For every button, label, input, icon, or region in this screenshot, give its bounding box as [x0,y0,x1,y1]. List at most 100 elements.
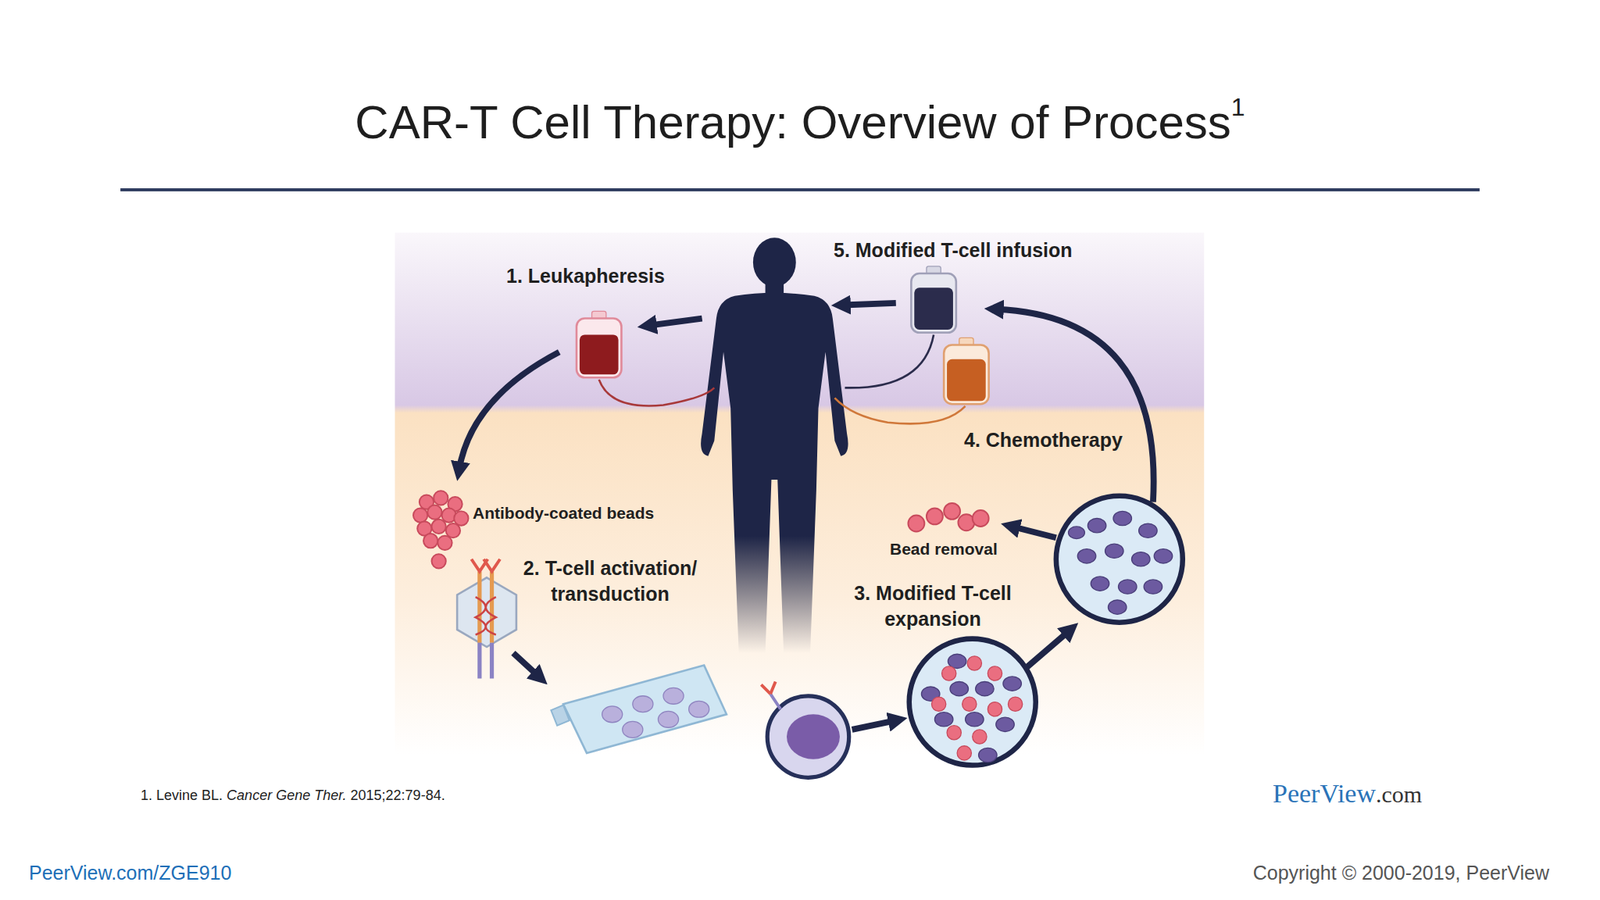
patient-silhouette [700,237,848,654]
expansion-culture-part-part [972,729,987,744]
process-arrows-part [842,303,897,306]
removed-beads-part [943,503,961,520]
culture-flask-part-part [622,721,643,738]
patient-silhouette-part [700,292,848,654]
publisher-logo: PeerView.com [1272,778,1422,811]
expansion-culture-part-part [957,746,972,761]
antibody-beads-part [433,490,448,505]
culture-flask-part-part [663,687,684,704]
expansion-culture-part-part [978,747,998,762]
removed-beads [907,503,989,533]
infusion-tubes [599,334,966,424]
antibody-beads-part [413,507,428,522]
purified-culture-part-part [1068,526,1086,540]
step-label: 3. Modified T-cell expansion [835,580,1031,632]
viral-vector-part [457,577,517,647]
expansion-culture-part-part [934,712,954,727]
viral-vector [457,559,517,679]
culture-flask-part-part [632,696,654,713]
viral-vector-part [475,596,497,635]
infusion-tubes-part [844,334,934,388]
reference-text: 1. Levine BL. [140,787,223,804]
process-arrows-part [459,352,560,470]
purified-culture [1056,496,1183,623]
logo-word: PeerView [1272,778,1376,808]
expansion-culture-part-part [965,712,985,727]
slide-title: CAR-T Cell Therapy: Overview of Process [354,96,1231,149]
expansion-culture-part [909,639,1036,766]
step-label: 5. Modified T-cell infusion [833,238,1073,262]
car-t-cell-part [760,681,775,694]
expansion-culture-part-part [931,696,946,711]
reference-text: Cancer Gene Ther. [226,787,347,804]
expansion-culture-part [921,653,1022,762]
culture-flask [550,665,727,754]
antibody-beads [413,490,469,568]
expansion-culture-part-part [996,717,1015,732]
footnote-marker: 1 [1231,92,1246,122]
culture-flask-part-part [689,700,710,718]
copyright-note: Copyright © 2000-2019, PeerView [1253,860,1550,885]
purified-culture-part-part [1113,510,1133,525]
expansion-culture-part-part [987,666,1002,681]
antibody-beads-part [423,533,438,548]
culture-flask-part-part [602,706,623,723]
purified-culture-part-part [1107,600,1127,615]
blood-bag [576,310,622,378]
antibody-beads-part [437,535,452,550]
purified-culture-part-part [1118,579,1138,594]
expansion-culture-part [931,656,1022,761]
viral-vector-part [471,559,500,572]
antibody-beads-part [431,553,446,568]
culture-flask-part [563,665,727,754]
expansion-culture-part-part [1007,696,1022,711]
infusion-tubes-part [599,379,715,407]
purified-culture-part [1068,510,1173,615]
background-panel [394,232,1204,756]
modified-tcell-bag-part [910,273,956,333]
reference-text: 2015;22:79-84. [350,787,446,804]
process-arrows-part [1025,630,1070,668]
expansion-culture [909,639,1036,766]
car-t-cell-part [786,714,840,759]
culture-flask-part-part [657,710,679,728]
purified-culture-part-part [1153,549,1173,564]
step-label: 1. Leukapheresis [506,264,665,288]
part-label: Antibody-coated beads [472,503,654,523]
expansion-culture-part-part [967,656,982,671]
chemotherapy-bag [943,337,989,404]
blood-bag-part [579,334,619,375]
blood-bag-part [576,318,622,379]
process-arrows-part [852,720,897,730]
modified-tcell-bag [910,266,956,333]
purified-culture-part [1056,496,1183,623]
purified-culture-part-part [1077,549,1097,564]
purified-culture-part-part [1090,576,1110,591]
purified-culture-part-part [1139,523,1158,538]
car-t-cell-part [770,693,781,710]
purified-culture-part-part [1087,518,1107,533]
purified-culture-part-part [1131,552,1150,567]
step-label: 2. T-cell activation/ transduction [508,555,712,607]
process-arrows-part [649,318,703,326]
removed-beads-part [926,507,943,525]
expansion-culture-part-part [987,702,1002,717]
expansion-culture-part-part [950,681,969,696]
process-arrows [459,303,1154,730]
culture-flask-part [602,687,710,738]
process-arrows-part [1012,526,1057,538]
chemotherapy-bag-part [946,359,986,402]
removed-beads-part [907,515,925,533]
removed-beads-part [972,510,990,527]
title-block: CAR-T Cell Therapy: Overview of Process1 [0,94,1600,151]
expansion-culture-part-part [942,666,957,681]
title-rule [120,188,1480,192]
step-label: 4. Chemotherapy [964,428,1123,452]
chemotherapy-bag-part [943,344,989,404]
modified-tcell-bag-part [914,287,954,330]
source-url: PeerView.com/ZGE910 [28,860,232,885]
expansion-culture-part-part [962,696,977,711]
expansion-culture-part-part [975,681,995,696]
purified-culture-part-part [1143,579,1163,594]
logo-suffix: .com [1375,781,1422,808]
